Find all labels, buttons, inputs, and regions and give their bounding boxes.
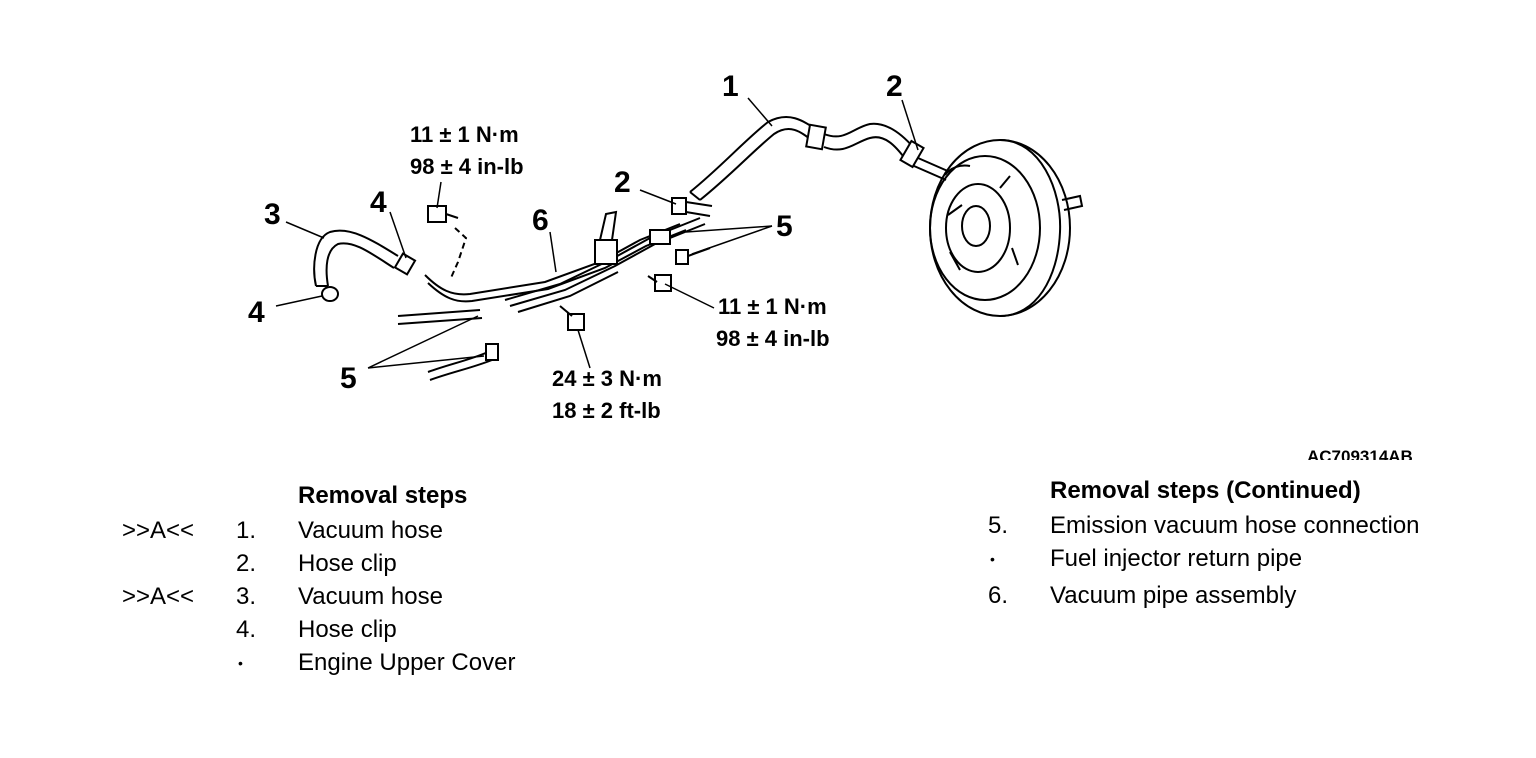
removal-steps-continued-list: Removal steps (Continued) 5. Emission va… (960, 477, 1520, 617)
step-label: Vacuum hose (298, 517, 443, 544)
step-row: >>A<< 3. Vacuum hose (0, 582, 700, 612)
bolt-upper (427, 205, 468, 281)
step-bullet: • (990, 551, 995, 567)
callout-5-right: 5 (776, 210, 793, 243)
step-mark: >>A<< (122, 583, 195, 610)
step-number: 4. (236, 616, 257, 643)
step-label: Vacuum hose (298, 583, 443, 610)
bolt-right (647, 274, 672, 292)
callout-6: 6 (532, 204, 549, 237)
emission-hoses (397, 309, 499, 381)
step-label: Emission vacuum hose connection (1050, 512, 1420, 539)
step-label: Hose clip (298, 550, 397, 577)
step-row: >>A<< 1. Vacuum hose (0, 516, 700, 546)
step-number: 3. (236, 583, 257, 610)
torque-lower-metric: 24 ± 3 N·m (552, 366, 662, 391)
step-label: Vacuum pipe assembly (1050, 582, 1297, 609)
vacuum-pipe-assembly (424, 197, 713, 313)
removal-steps-list: Removal steps >>A<< 1. Vacuum hose 2. Ho… (0, 482, 700, 682)
callout-3: 3 (264, 198, 281, 231)
callout-2-mid: 2 (614, 166, 631, 199)
torque-right-metric: 11 ± 1 N·m (718, 294, 827, 319)
step-label: Hose clip (298, 616, 397, 643)
torque-upper-imperial: 98 ± 4 in-lb (410, 154, 524, 179)
step-row: 2. Hose clip (0, 549, 700, 579)
removal-steps-heading: Removal steps (298, 482, 468, 509)
step-row: • Fuel injector return pipe (960, 544, 1520, 574)
torque-upper-metric: 11 ± 1 N·m (410, 122, 519, 147)
leader-lines (275, 97, 919, 369)
callout-4-bottom: 4 (248, 296, 265, 329)
step-bullet: • (238, 655, 243, 671)
step-row: • Engine Upper Cover (0, 648, 700, 678)
vacuum-hose-left (313, 229, 417, 302)
step-number: 5. (988, 512, 1009, 539)
step-number: 1. (236, 517, 257, 544)
step-row: 5. Emission vacuum hose connection (960, 511, 1520, 541)
step-row: 4. Hose clip (0, 615, 700, 645)
bolt-lower (559, 305, 585, 331)
callout-5-left: 5 (340, 362, 357, 395)
step-label: Engine Upper Cover (298, 649, 516, 676)
figure-id: AC709314AB (1307, 447, 1413, 460)
step-label: Fuel injector return pipe (1050, 545, 1303, 572)
step-row: 6. Vacuum pipe assembly (960, 581, 1520, 611)
callout-4-top: 4 (370, 186, 387, 219)
removal-steps-continued-heading: Removal steps (Continued) (1050, 477, 1361, 504)
callout-1: 1 (722, 70, 739, 103)
step-number: 2. (236, 550, 257, 577)
brake-booster (929, 139, 1084, 317)
step-mark: >>A<< (122, 517, 195, 544)
callout-2-top: 2 (886, 70, 903, 103)
vacuum-system-diagram: 1 2 2 3 4 4 5 5 6 11 ± 1 N·m 98 ± 4 in-l… (248, 70, 1413, 460)
torque-lower-imperial: 18 ± 2 ft-lb (552, 398, 661, 423)
step-number: 6. (988, 582, 1009, 609)
torque-right-imperial: 98 ± 4 in-lb (716, 326, 830, 351)
